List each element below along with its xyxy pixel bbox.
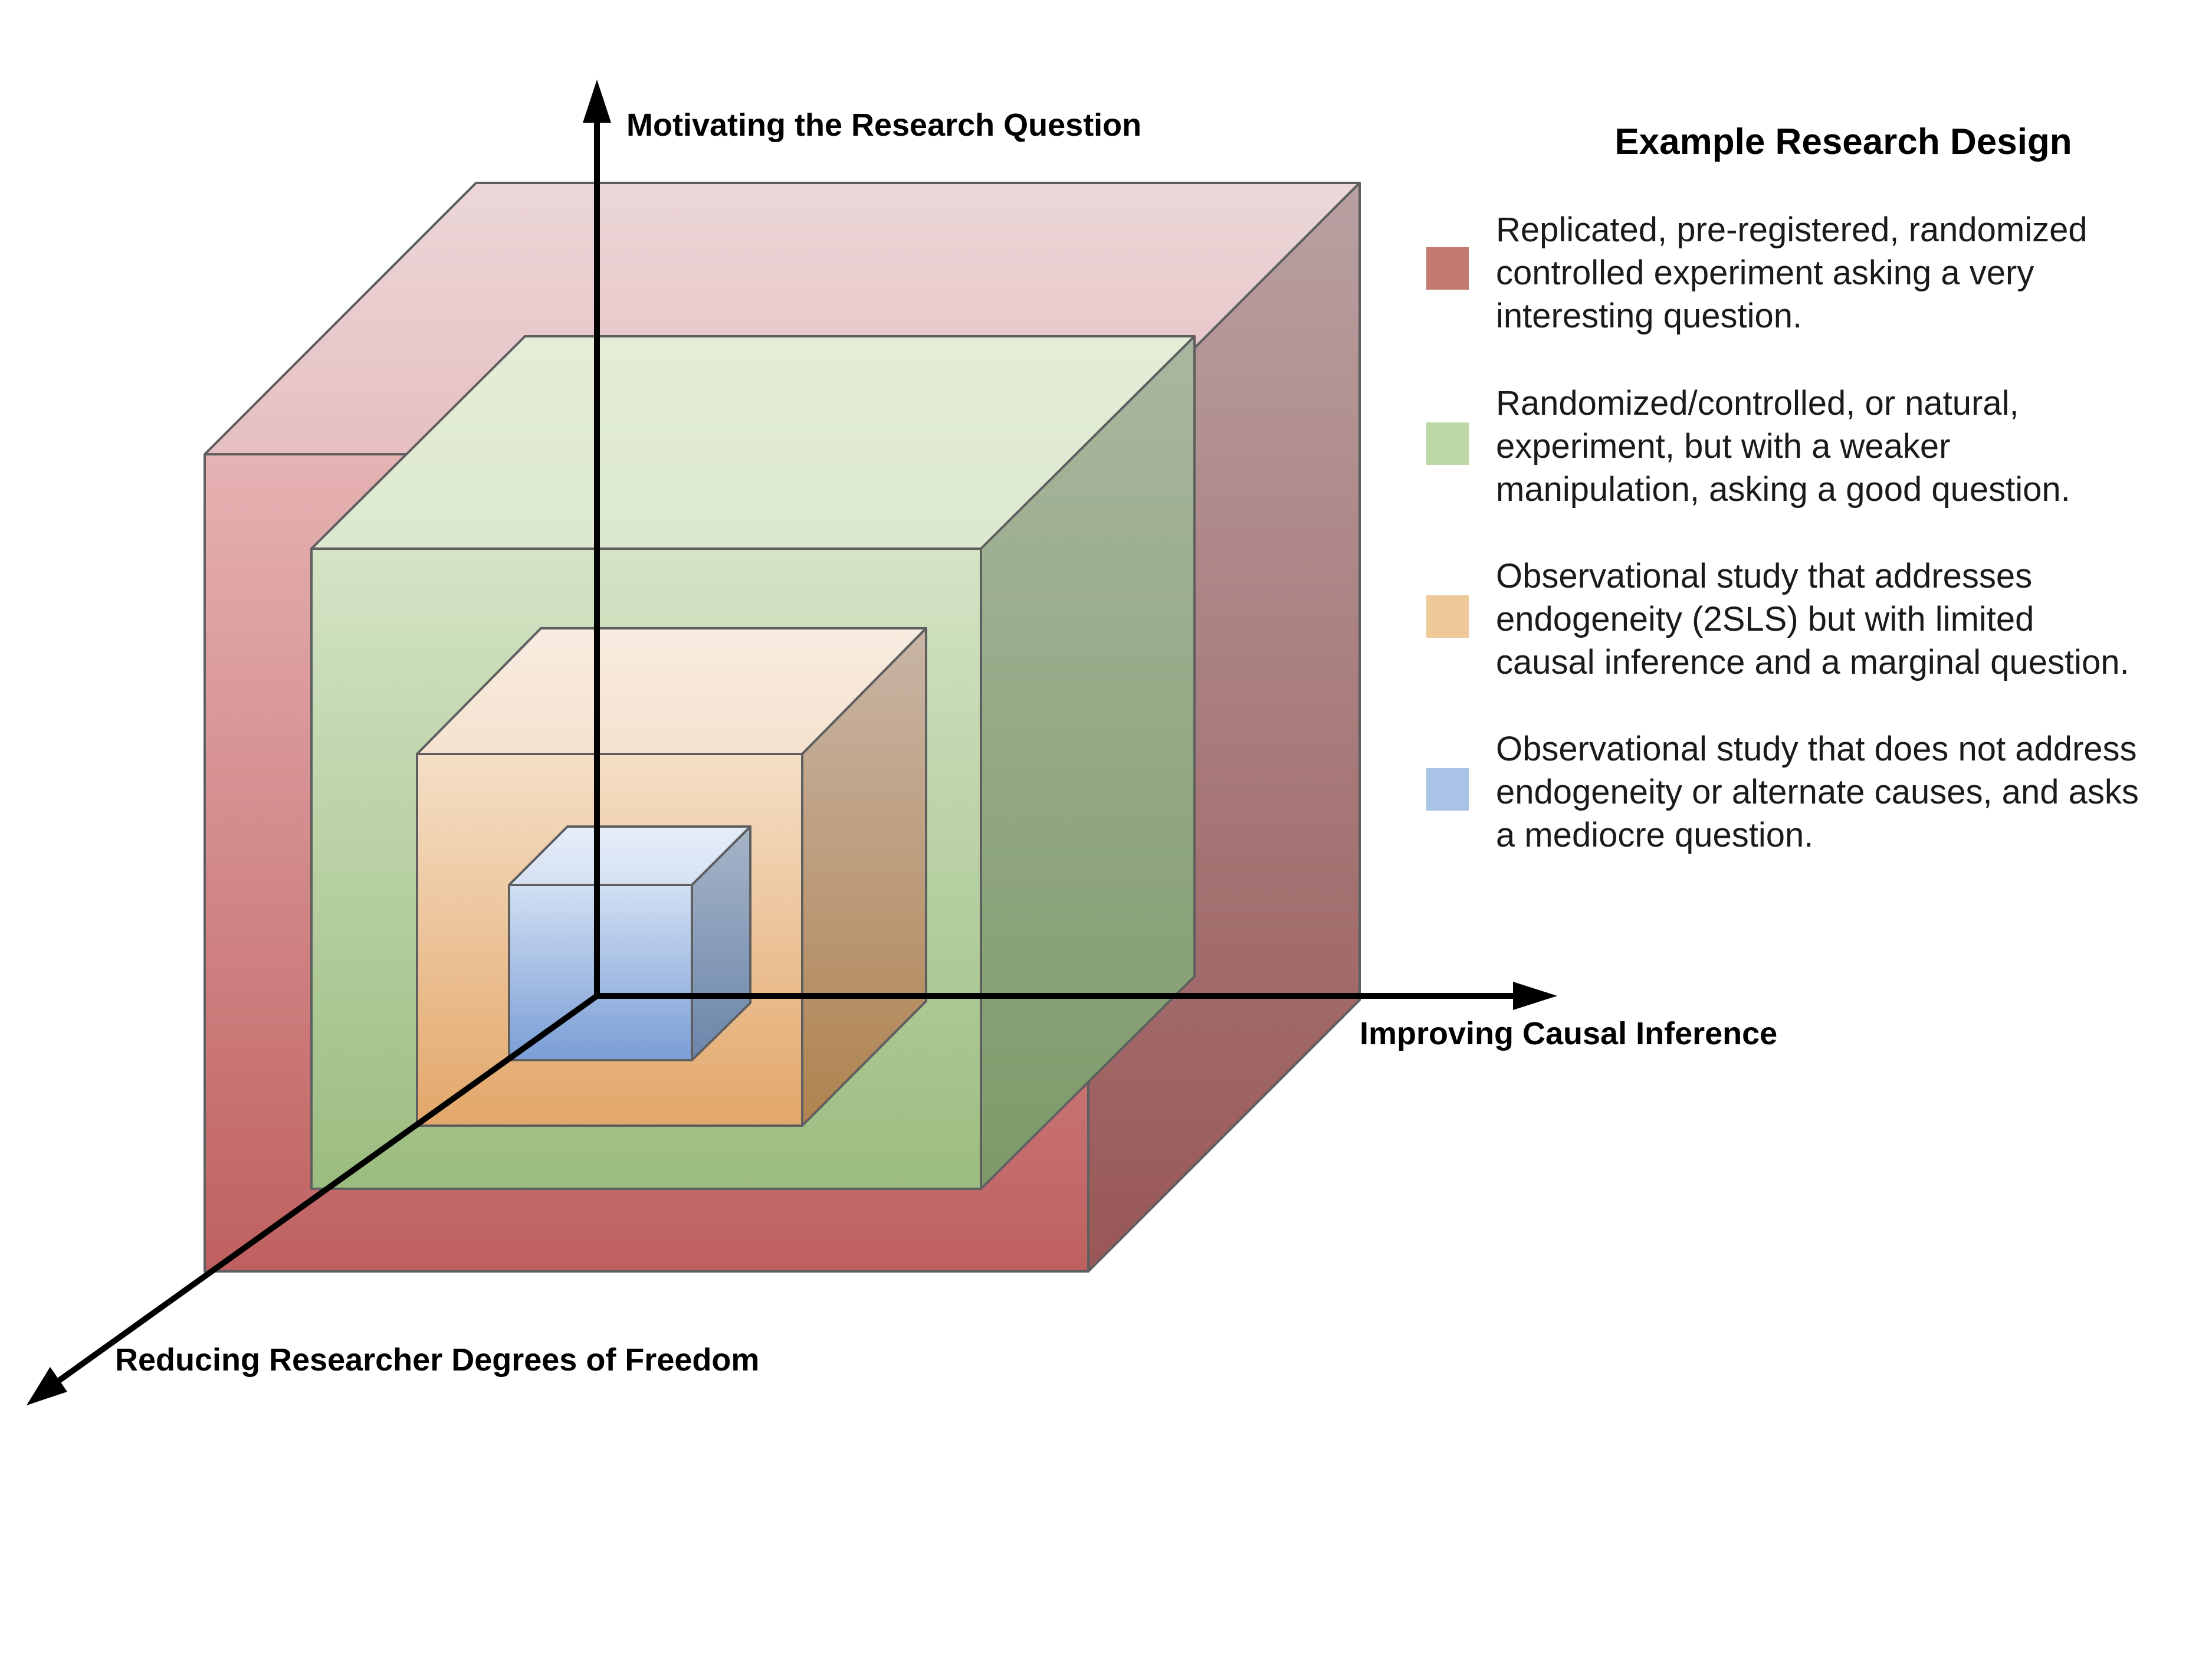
z-axis-label: Reducing Researcher Degrees of Freedom <box>115 1342 759 1378</box>
z-axis-line <box>57 993 599 1383</box>
blue-cube-front-face <box>508 884 693 1061</box>
legend-text-blue: Observational study that does not addres… <box>1496 730 2139 854</box>
legend-swatch-blue <box>1425 767 1470 812</box>
x-axis-label: Improving Causal Inference <box>1360 1016 1777 1051</box>
legend-text-green: Randomized/controlled, or natural, exper… <box>1496 384 2070 509</box>
x-axis-arrowhead <box>1513 982 1557 1010</box>
legend-title: Example Research Design <box>1614 122 2072 162</box>
legend-swatch-green <box>1425 421 1470 466</box>
y-axis-arrowhead <box>583 80 611 123</box>
legend-swatch-orange <box>1425 594 1470 639</box>
legend-swatch-red <box>1425 246 1470 291</box>
legend-text-red: Replicated, pre-registered, randomized c… <box>1496 211 2088 335</box>
z-axis-arrowhead <box>27 1367 67 1405</box>
blue-cube-observational-basic <box>508 825 751 1061</box>
y-axis-label: Motivating the Research Question <box>626 107 1141 143</box>
legend-text-orange: Observational study that addresses endog… <box>1496 557 2129 681</box>
